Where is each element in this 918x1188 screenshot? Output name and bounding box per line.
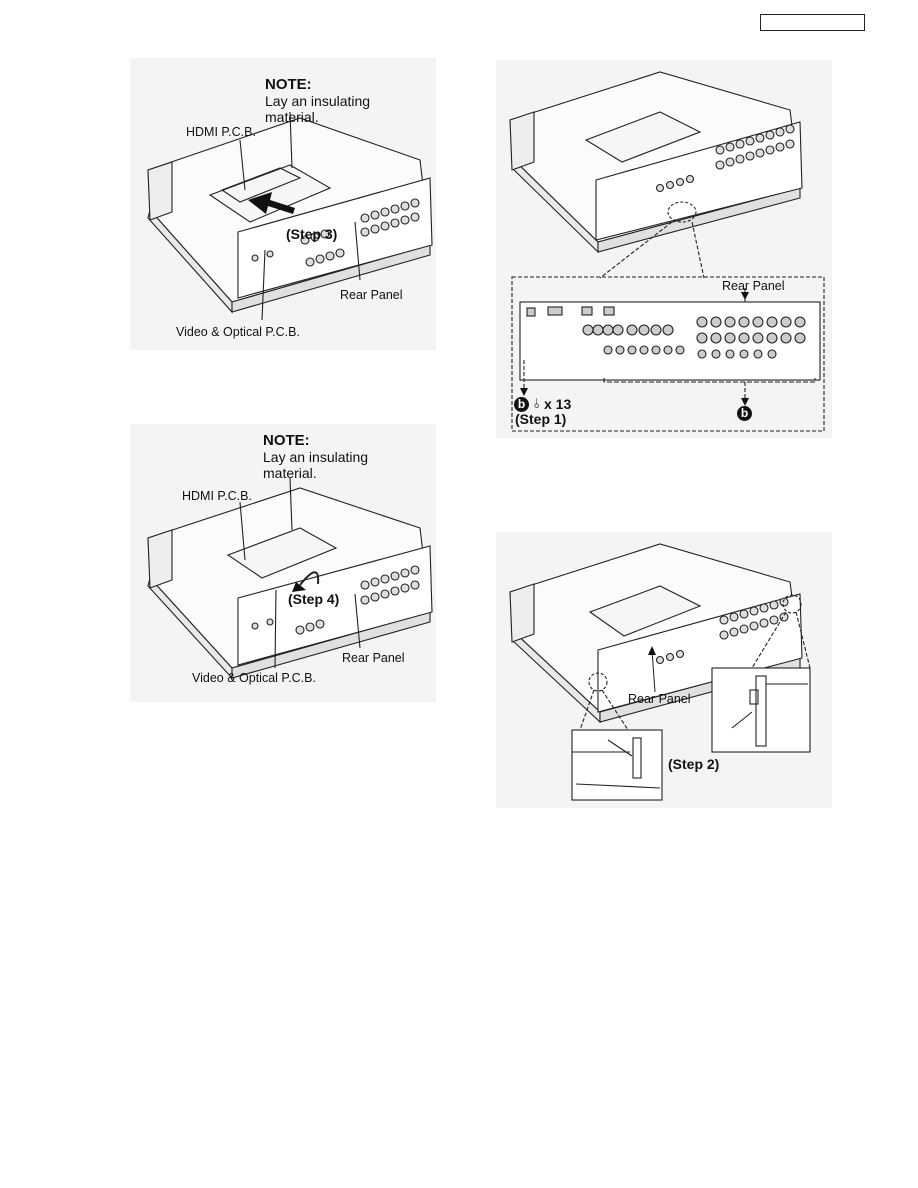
fig2-note-body: Lay an insulating material. [263,449,369,481]
model-number-box [760,14,865,31]
fig1-step-label: (Step 3) [286,226,338,242]
fig2-video-label: Video & Optical P.C.B. [192,671,316,685]
fig1-note-body: Lay an insulating material. [265,93,371,125]
fig2-step-label: (Step 4) [288,591,340,607]
fig3-rear-label: Rear Panel [722,279,785,293]
fig2-rear-label: Rear Panel [342,651,405,665]
fig2-note-title: NOTE: [263,432,310,449]
fig1-video-label: Video & Optical P.C.B. [176,325,300,339]
fig1-rear-label: Rear Panel [340,288,403,302]
fig3-screw-count: x 13 [544,396,572,412]
fig4-rear-label: Rear Panel [628,692,691,706]
screw-b-icon: b [514,397,529,412]
fig1-note-title: NOTE: [265,76,312,93]
fig2-hdmi-label: HDMI P.C.B. [182,489,252,503]
fig4-step-label: (Step 2) [668,756,720,772]
fig3-step-label: (Step 1) [515,411,567,427]
screw-b-icon-right: b [737,406,752,421]
fig1-hdmi-label: HDMI P.C.B. [186,125,256,139]
screw-icon: ⫰ [534,396,540,411]
